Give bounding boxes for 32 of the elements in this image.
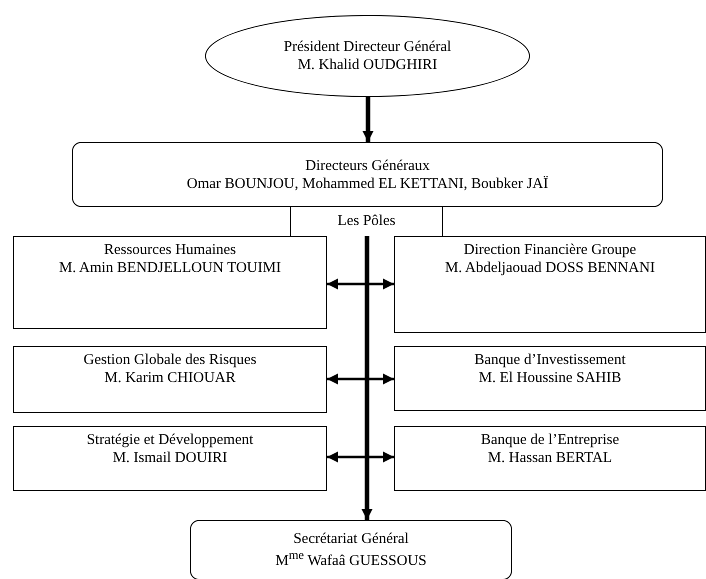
arrow	[362, 97, 374, 142]
node-title: Directeurs Généraux	[304, 156, 431, 174]
rounded-box	[190, 520, 512, 579]
department-box	[13, 346, 327, 413]
node-title: Président Directeur Général	[282, 38, 452, 56]
node-name: M. Khalid OUDGHIRI	[296, 56, 438, 74]
node-title: Stratégie et Développement	[86, 431, 254, 449]
node-name: M. Karim CHIOUAR	[103, 369, 237, 387]
node-title: Les Pôles	[336, 212, 396, 230]
arrow	[362, 236, 372, 520]
node-title: Banque d’Investissement	[473, 351, 627, 369]
arrow	[327, 452, 394, 462]
department-box	[394, 346, 706, 411]
node-name: M. Abdeljaouad DOSS BENNANI	[444, 259, 656, 277]
node-title: Secrétariat Général	[292, 530, 410, 548]
node-name: M. Ismail DOUIRI	[112, 449, 228, 467]
node-title: Gestion Globale des Risques	[82, 351, 258, 369]
node-title: Banque de l’Entreprise	[480, 431, 620, 449]
node-name: M. Hassan BERTAL	[486, 449, 614, 467]
node-name: M. El Houssine SAHIB	[478, 369, 622, 387]
node-title: Direction Financière Groupe	[462, 241, 638, 259]
node-name: Omar BOUNJOU, Mohammed EL KETTANI, Boubker JAÏ	[186, 174, 550, 192]
arrow	[327, 278, 394, 290]
rounded-box	[72, 142, 663, 207]
department-box	[13, 426, 327, 491]
arrow	[327, 374, 394, 384]
department-box	[394, 426, 706, 491]
node-title: Ressources Humaines	[102, 241, 238, 259]
department-box	[394, 236, 706, 333]
node-name: M$^{me}$ Wafaâ GUESSOUS	[274, 548, 428, 570]
node-name: M. Amin BENDJELLOUN TOUIMI	[58, 259, 282, 277]
department-box	[13, 236, 327, 329]
